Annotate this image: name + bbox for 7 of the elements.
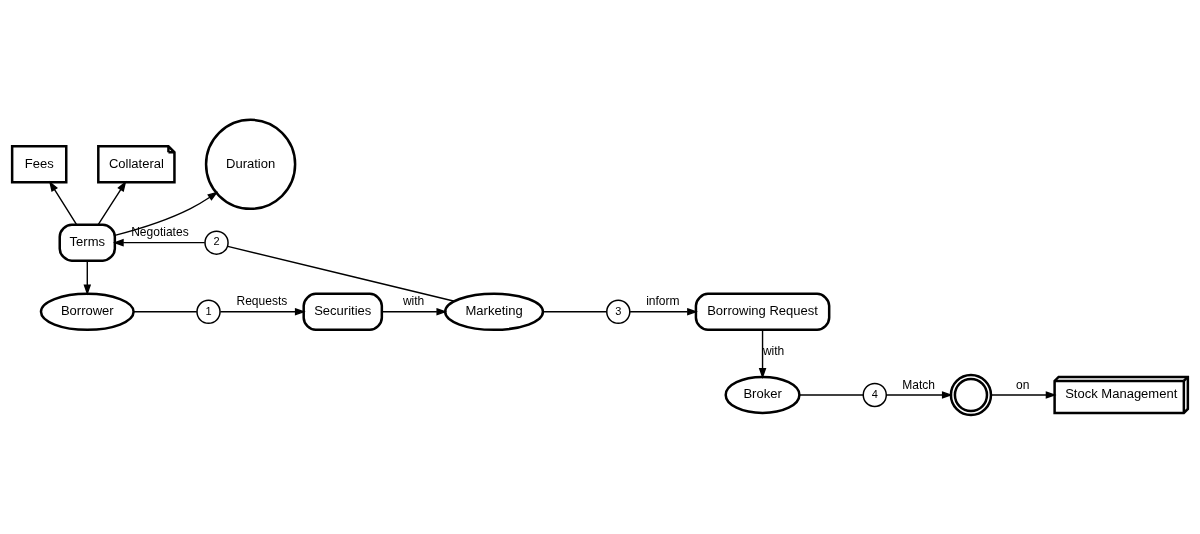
edge-label: with [402,293,425,308]
edge-label: with [762,343,785,358]
edge-label: on [1016,377,1030,392]
edge-label: Match [902,377,935,392]
edge-label: inform [646,293,680,308]
edge-label: Negotiates [131,224,189,239]
edge-label: Requests [236,293,288,308]
